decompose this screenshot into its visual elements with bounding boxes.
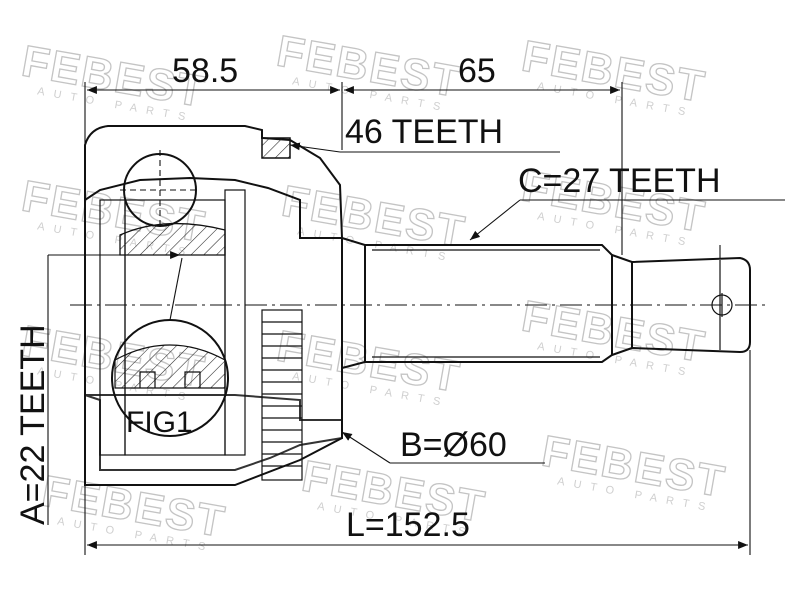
callout-outer-teeth: 46 TEETH — [289, 113, 560, 153]
dim-shaft-length: 65 — [344, 52, 620, 94]
housing-length-label: 58.5 — [172, 52, 238, 90]
inner-spline-hatch — [119, 222, 226, 256]
watermark-layer: FEBEST AUTO PARTS FEBEST AUTO PARTS FEBE… — [18, 26, 731, 555]
abs-ring — [261, 309, 303, 481]
callout-diameter: B=Ø60 — [341, 426, 545, 464]
shaft-threaded-end — [631, 256, 751, 354]
shaft-spline-label: C=27 TEETH — [518, 162, 721, 200]
shaft-neck — [341, 237, 366, 369]
callout-shaft-spline: C=27 TEETH — [469, 162, 785, 241]
cage-wall — [224, 189, 246, 456]
outer-teeth-ring — [261, 137, 291, 159]
callout-inner-spline: A=22 TEETH — [14, 251, 180, 525]
fig1-inset: FIG1 — [111, 257, 229, 439]
extension-lines — [84, 82, 751, 555]
outer-teeth-label: 46 TEETH — [345, 113, 503, 151]
total-length-label: L=152.5 — [346, 506, 470, 544]
dim-total-length: L=152.5 — [87, 506, 748, 549]
housing-lower-shell — [84, 394, 343, 471]
dim-housing-length: 58.5 — [87, 52, 340, 94]
diameter-label: B=Ø60 — [400, 426, 507, 464]
inner-spline-label: A=22 TEETH — [14, 324, 52, 525]
shaft-length-label: 65 — [458, 52, 496, 90]
fig1-label: FIG1 — [126, 406, 193, 439]
